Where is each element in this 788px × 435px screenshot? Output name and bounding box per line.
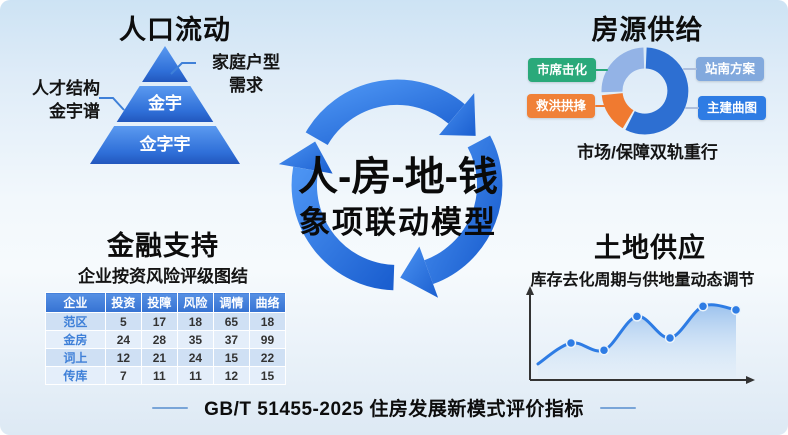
- cycle-arrowhead-right: [400, 246, 439, 298]
- table-cell: 21: [140, 348, 178, 367]
- table-cell: 12: [104, 348, 142, 367]
- footer-right-line: [599, 406, 636, 409]
- table-cell: 11: [176, 366, 214, 385]
- table-cell: 传库: [45, 366, 106, 385]
- cycle-arrowhead-top: [439, 93, 476, 136]
- table-cell: 15: [212, 348, 250, 367]
- donut-slices: [601, 47, 689, 135]
- badge-policy: 救洪拱捀: [527, 94, 595, 118]
- population-pyramid: 金宇 佥字宇: [90, 46, 240, 164]
- population-title: 人口流动: [119, 15, 231, 45]
- table-cell: 金房: [45, 330, 106, 349]
- cycle-arc-left: [291, 166, 395, 291]
- pyramid-middle-label: 金宇: [148, 94, 182, 113]
- table-cell: 18: [176, 312, 214, 331]
- chart-data-point: [664, 332, 676, 344]
- supply-title: 房源供给: [591, 15, 704, 45]
- table-cell: 99: [248, 330, 287, 349]
- finance-table-head: 企业投资投障风险调情曲络: [45, 292, 287, 313]
- pyramid-bottom-level: 佥字宇: [90, 126, 240, 164]
- pyramid-bottom-label: 佥字宇: [139, 135, 191, 154]
- table-cell: 5: [104, 312, 142, 331]
- right-connector-line: [170, 62, 196, 75]
- table-cell: 15: [248, 366, 287, 385]
- land-subtitle: 库存去化周期与供地量动态调节: [530, 272, 755, 289]
- footer: GB/T 51455-2025 住房发展新模式评价指标: [0, 394, 788, 421]
- table-header-cell: 风险: [176, 292, 214, 313]
- cycle-ring: [278, 79, 503, 298]
- left-connector-line: [99, 97, 125, 111]
- table-cell: 17: [140, 312, 178, 331]
- chart-axes: [529, 294, 746, 381]
- donut-slice: [625, 47, 689, 135]
- chart-data-point: [697, 301, 709, 312]
- badge-market: 市席击化: [528, 58, 596, 82]
- chart-data-point: [730, 304, 742, 316]
- finance-subtitle: 企业按资风险评级图结: [78, 267, 248, 286]
- table-cell: 7: [104, 366, 142, 385]
- table-cell: 24: [176, 348, 214, 367]
- footer-standard-text: GB/T 51455-2025 住房发展新模式评价指标: [204, 399, 584, 420]
- table-cell: 65: [212, 312, 250, 331]
- chart-data-point: [631, 311, 643, 322]
- chart-area-fill: [538, 304, 736, 378]
- cycle-arrowhead-left: [278, 141, 333, 174]
- supply-donut-chart: [601, 47, 689, 135]
- right-bottom-connector: [685, 107, 699, 109]
- table-cell: 词上: [45, 348, 106, 367]
- donut-slice: [601, 92, 635, 129]
- cycle-arc-right: [424, 135, 503, 285]
- badge-main-channel: 主建曲图: [698, 96, 766, 120]
- table-cell: 范区: [45, 312, 106, 331]
- table-cell: 18: [248, 312, 287, 331]
- table-header-cell: 调情: [212, 292, 250, 313]
- table-header-cell: 企业: [45, 292, 106, 313]
- table-cell: 35: [176, 330, 214, 349]
- footer-left-line: [152, 406, 189, 409]
- badge-plan: 站南方案: [696, 57, 764, 81]
- cycle-arc-top: [305, 79, 465, 146]
- model-title-line2: 象项联动模型: [299, 205, 497, 240]
- table-header-cell: 曲络: [248, 292, 287, 313]
- orange-connector: [595, 105, 606, 107]
- land-title: 土地供应: [594, 233, 706, 263]
- chart-markers: [565, 301, 742, 356]
- chart-data-point: [565, 337, 577, 349]
- table-cell: 37: [212, 330, 250, 349]
- y-axis-arrow: [526, 286, 534, 295]
- donut-slice: [601, 47, 645, 93]
- table-header-cell: 投资: [104, 292, 142, 313]
- model-title-line1: 人-房-地-钱: [298, 155, 498, 199]
- chart-data-point: [598, 344, 610, 356]
- table-cell: 24: [104, 330, 142, 349]
- table-cell: 11: [140, 366, 178, 385]
- table-cell: 28: [140, 330, 178, 349]
- table-cell: 22: [248, 348, 287, 367]
- table-header-cell: 投障: [140, 292, 178, 313]
- finance-title: 金融支持: [107, 231, 219, 261]
- land-line-chart: [526, 286, 755, 384]
- right-top-connector: [683, 68, 697, 70]
- talent-structure-label: 人才结构 金宇谱: [32, 79, 100, 121]
- table-header-row: 企业投资投障风险调情曲络: [45, 292, 287, 313]
- family-demand-label: 家庭户型 需求: [212, 53, 280, 95]
- table-cell: 12: [212, 366, 250, 385]
- supply-caption: 市场/保障双轨重行: [577, 143, 718, 162]
- x-axis-arrow: [746, 376, 755, 384]
- green-connector: [595, 69, 608, 71]
